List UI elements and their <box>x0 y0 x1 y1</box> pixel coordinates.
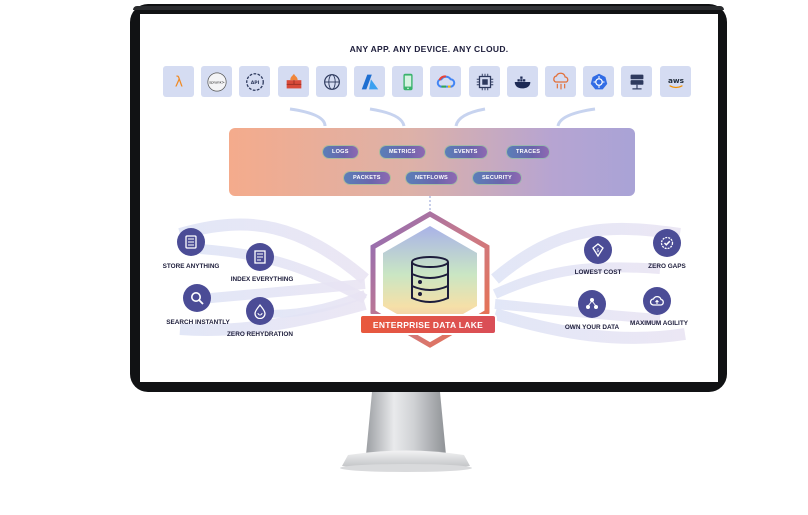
source-tile-splunk: splunk> <box>201 66 232 97</box>
enterprise-data-lake-label: ENTERPRISE DATA LAKE <box>361 316 495 333</box>
source-tile-firewall <box>278 66 309 97</box>
source-tile-docker <box>507 66 538 97</box>
search-icon <box>183 284 211 312</box>
source-tile-google-cloud <box>430 66 461 97</box>
feature-zero-gaps: ZERO GAPS <box>648 263 686 270</box>
feature-store-anything: STORE ANYTHING <box>162 263 220 270</box>
pill-packets: PACKETS <box>344 172 390 184</box>
pill-logs: LOGS <box>323 146 358 158</box>
source-tile-kubernetes <box>583 66 614 97</box>
pill-events: EVENTS <box>445 146 487 158</box>
source-tile-azure <box>354 66 385 97</box>
source-tile-mobile <box>392 66 423 97</box>
index-icon <box>246 243 274 271</box>
chip-icon <box>476 73 493 90</box>
pill-traces: TRACES <box>507 146 550 158</box>
lambda-icon: λ <box>174 74 182 90</box>
source-tile-api: API <box>239 66 270 97</box>
pill-metrics: METRICS <box>380 146 425 158</box>
monitor-bezel-highlight <box>133 6 724 10</box>
kubernetes-icon <box>590 73 607 89</box>
flow-graphics <box>178 107 686 348</box>
network-icon <box>578 290 606 318</box>
database-icon <box>411 256 449 303</box>
source-tile-lambda: λ <box>163 66 194 97</box>
server-icon <box>630 74 643 89</box>
svg-text:$: $ <box>596 248 599 254</box>
document-icon <box>177 228 205 256</box>
feature-zero-rehydration: ZERO REHYDRATION <box>227 331 293 338</box>
azure-icon <box>361 74 378 89</box>
docker-icon <box>514 76 530 88</box>
aws-glyph: aws <box>667 75 684 84</box>
cost-icon: $ <box>584 236 612 264</box>
aws-icon: aws <box>667 75 684 88</box>
cloud-function-icon <box>552 72 568 89</box>
page-title: ANY APP. ANY DEVICE. ANY CLOUD. <box>349 44 509 54</box>
feature-lowest-cost: LOWEST COST <box>574 269 622 276</box>
feature-index-everything: INDEX EVERYTHING <box>230 276 294 283</box>
api-glyph: API <box>250 79 259 85</box>
splunk-glyph: splunk> <box>209 79 225 84</box>
data-type-band <box>229 128 635 196</box>
pill-security: SECURITY <box>473 172 521 184</box>
shield-check-icon <box>653 229 681 257</box>
feature-search-instantly: SEARCH INSTANTLY <box>166 319 230 326</box>
pill-netflows: NETFLOWS <box>406 172 457 184</box>
mobile-icon <box>402 73 413 90</box>
source-tile-server <box>621 66 652 97</box>
splunk-icon: splunk> <box>206 71 227 92</box>
lambda-glyph: λ <box>174 74 182 90</box>
source-tile-chip <box>469 66 500 97</box>
source-tile-cloud-function <box>545 66 576 97</box>
source-tile-globe <box>316 66 347 97</box>
feature-maximum-agility: MAXIMUM AGILITY <box>630 320 688 327</box>
rehydration-icon <box>246 297 274 325</box>
globe-icon <box>323 73 340 90</box>
screen: ANY APP. ANY DEVICE. ANY CLOUD. λ splunk>… <box>140 14 718 382</box>
google-cloud-icon <box>436 74 455 88</box>
firewall-icon <box>286 73 301 88</box>
api-icon: API <box>245 72 264 91</box>
cloud-upload-icon <box>643 287 671 315</box>
source-tile-aws: aws <box>660 66 691 97</box>
feature-own-your-data: OWN YOUR DATA <box>564 324 620 331</box>
